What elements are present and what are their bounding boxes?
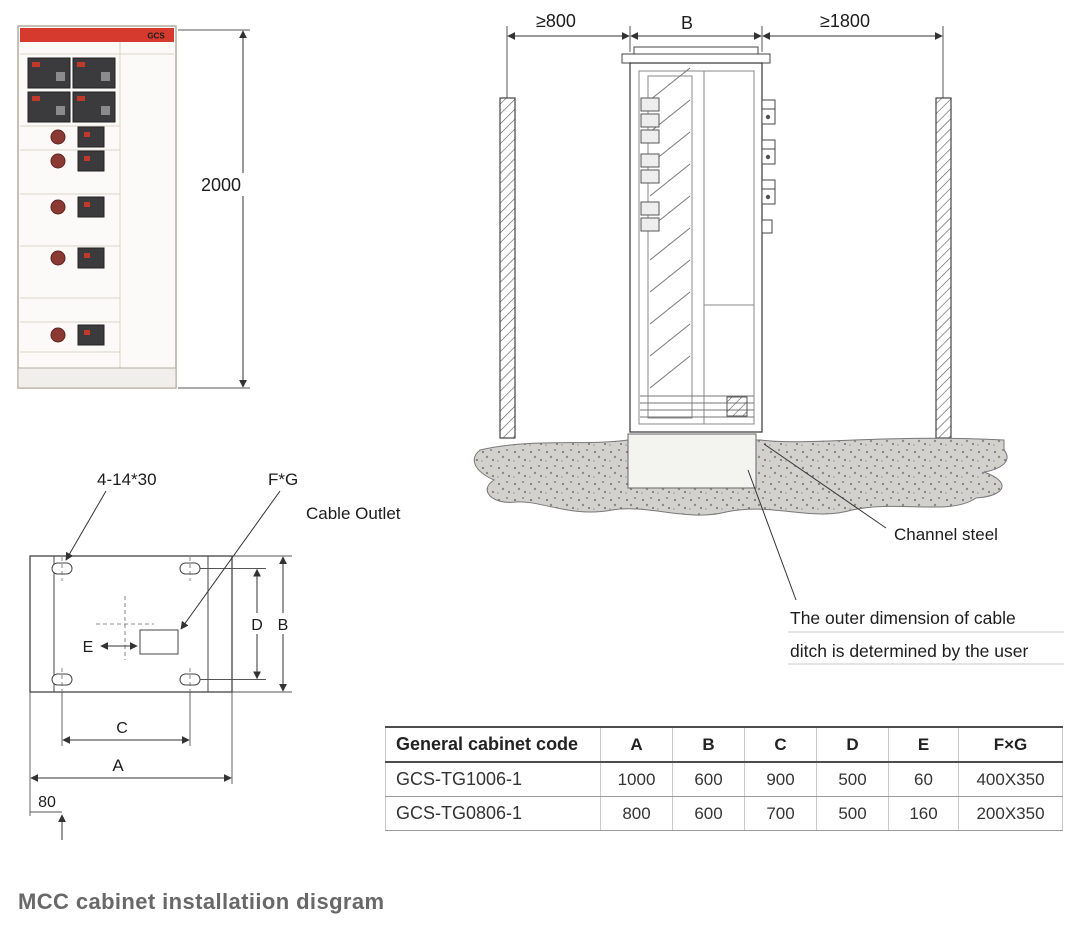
cell-fxg: 400X350 <box>958 762 1063 797</box>
cell-b: 600 <box>672 796 745 831</box>
dim-d-label: D <box>251 617 263 634</box>
table-header-row: General cabinet code A B C D E F×G <box>385 726 1063 763</box>
dim-c-label: C <box>116 720 128 737</box>
cell-fxg: 200X350 <box>958 796 1063 831</box>
cell-c: 900 <box>744 762 817 797</box>
cabinet-side-view <box>621 46 776 433</box>
dim-e-label: E <box>83 639 94 656</box>
channel-steel-callout: Channel steel <box>763 443 998 544</box>
right-wall <box>935 97 952 439</box>
outlet-size-label: F*G <box>268 470 298 489</box>
breaker-modules <box>27 57 116 123</box>
col-header-a: A <box>600 726 673 763</box>
plan-dimensions: E D B C A 80 <box>29 470 401 840</box>
cell-d: 500 <box>816 762 889 797</box>
cell-a: 1000 <box>600 762 673 797</box>
col-header-d: D <box>816 726 889 763</box>
switch-handle-rows <box>50 126 105 346</box>
cell-e: 60 <box>888 762 959 797</box>
cable-outlet-label: Cable Outlet <box>306 504 401 523</box>
centerlines <box>61 557 191 691</box>
dim-offset-label: 80 <box>38 794 56 811</box>
channel-steel-label: Channel steel <box>894 525 998 544</box>
base-plan-view <box>29 555 233 693</box>
col-header-e: E <box>888 726 959 763</box>
side-breaker-handles <box>761 99 776 234</box>
cable-ditch-note: The outer dimension of cable ditch is de… <box>747 469 1064 665</box>
slot-size-label: 4-14*30 <box>97 470 157 489</box>
foundation-concrete <box>473 433 1008 516</box>
cable-ditch-note-line2: ditch is determined by the user <box>790 641 1028 661</box>
cell-code: GCS-TG0806-1 <box>385 796 601 831</box>
height-dimension: 2000 <box>178 29 250 389</box>
cell-d: 500 <box>816 796 889 831</box>
terminal-blocks <box>640 97 660 232</box>
spec-table: General cabinet code A B C D E F×G GCS-T… <box>385 726 1063 831</box>
table-row: GCS-TG1006-1 1000 600 900 500 60 400X350 <box>385 762 1063 797</box>
cabinet-width-label: B <box>681 13 693 33</box>
cable-ditch-note-line1: The outer dimension of cable <box>790 608 1016 628</box>
col-header-b: B <box>672 726 745 763</box>
hatched-block <box>726 396 748 417</box>
left-wall <box>499 97 516 439</box>
wall-sections <box>499 97 952 439</box>
cell-b: 600 <box>672 762 745 797</box>
cabinet-brand-band <box>20 28 174 42</box>
dim-b-label: B <box>278 617 289 634</box>
cabinet-base-strip <box>17 367 177 389</box>
dim-a-label: A <box>112 756 124 775</box>
cell-a: 800 <box>600 796 673 831</box>
diagram-caption: MCC cabinet installatiion disgram <box>18 889 385 914</box>
col-header-fxg: F×G <box>958 726 1063 763</box>
cable-outlet-opening <box>139 629 179 655</box>
cell-e: 160 <box>888 796 959 831</box>
cabinet-front-view: GCS <box>17 25 177 389</box>
cell-c: 700 <box>744 796 817 831</box>
col-header-code: General cabinet code <box>385 726 601 763</box>
cabinet-shelf-lines <box>20 42 174 368</box>
cell-code: GCS-TG1006-1 <box>385 762 601 797</box>
cable-trench <box>627 433 757 489</box>
table-row: GCS-TG0806-1 800 600 700 500 160 200X350 <box>385 796 1063 831</box>
height-dimension-label: 2000 <box>201 175 241 195</box>
cabinet-brand-label: GCS <box>147 32 165 41</box>
col-header-c: C <box>744 726 817 763</box>
clearance-dimensions: ≥800 B ≥1800 <box>506 11 944 98</box>
clearance-right-label: ≥1800 <box>820 11 870 31</box>
clearance-left-label: ≥800 <box>536 11 576 31</box>
